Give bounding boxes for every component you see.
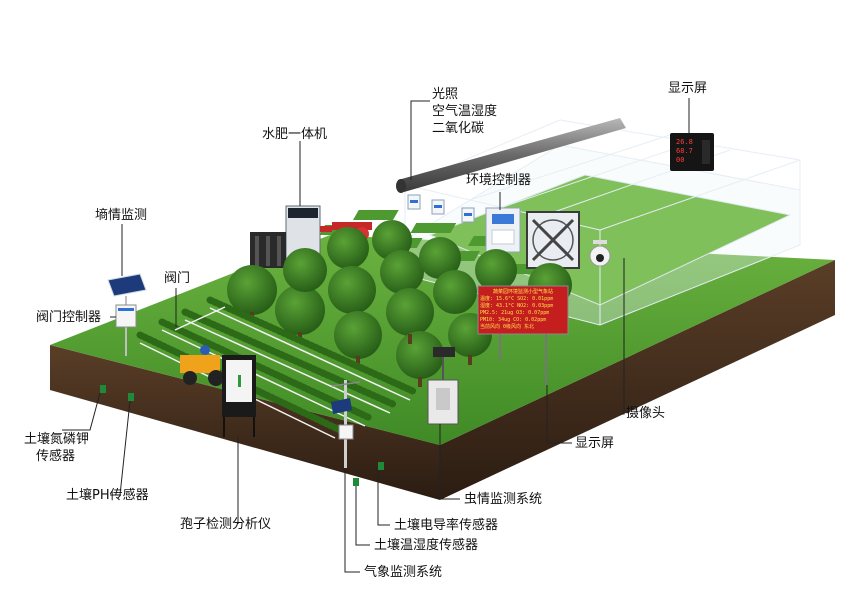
label-line: 空气温湿度 — [432, 104, 498, 119]
info-board-row: 湿度: 43.1°C NO2: 0.03ppm — [480, 303, 554, 309]
ceiling-pipe — [396, 118, 626, 193]
info-board-row: PM10: 34ug CO: 0.02ppm — [480, 317, 547, 323]
label-water-fertilizer: 水肥一体机 — [262, 127, 328, 142]
label-soil-conductivity: 土壤电导率传感器 — [394, 518, 499, 533]
info-board — [477, 285, 569, 385]
label-soil-npk: 土壤氮磷钾 传感器 — [24, 431, 89, 465]
label-display-screen-bottom: 显示屏 — [575, 436, 615, 451]
label-soil-temp-humidity: 土壤温湿度传感器 — [374, 538, 479, 553]
environment-controller — [485, 207, 521, 253]
display-readings: 26.8 68.7 00 — [676, 138, 702, 165]
label-weather-monitor: 气象监测系统 — [364, 565, 443, 580]
soil-right-face — [440, 260, 835, 500]
label-camera: 摄像头 — [626, 406, 666, 421]
label-display-screen-top: 显示屏 — [668, 81, 708, 96]
camera — [589, 240, 611, 267]
label-env-controller: 环境控制器 — [466, 173, 532, 188]
label-valve: 阀门 — [164, 271, 191, 286]
insect-monitor — [427, 347, 459, 425]
top-display-panel — [670, 133, 714, 171]
spore-analyzer — [222, 355, 256, 437]
display-value: 00 — [676, 156, 685, 164]
info-board-row: 温度: 15.6°C SO2: 0.01ppm — [480, 296, 554, 302]
soil-sensors — [100, 385, 384, 486]
air-sensors — [407, 194, 475, 223]
display-value: 26.8 — [676, 138, 693, 146]
info-board-row: 当前风向 0级风向 东北 — [480, 324, 535, 330]
label-soil-ph: 土壤PH传感器 — [66, 488, 149, 503]
weather-station — [331, 380, 361, 468]
exhaust-fan — [526, 211, 580, 269]
label-line: 传感器 — [36, 449, 76, 464]
info-board-text: 蔬菜园环境监测小型气象站 温度: 15.6°C SO2: 0.01ppm 湿度:… — [480, 289, 566, 331]
label-spore-analyzer: 孢子检测分析仪 — [180, 517, 272, 532]
label-light-air-co2: 光照 空气温湿度 二氧化碳 — [432, 86, 497, 137]
label-soil-moisture-monitor: 墒情监测 — [95, 208, 148, 223]
info-board-title: 蔬菜园环境监测小型气象站 — [492, 289, 553, 295]
label-insect-monitor: 虫情监测系统 — [464, 492, 543, 507]
display-value: 68.7 — [676, 147, 693, 155]
label-line: 二氧化碳 — [432, 121, 485, 136]
soil-front-face — [50, 345, 440, 500]
label-line: 光照 — [432, 87, 459, 102]
soil-moisture-station — [107, 273, 147, 356]
label-valve-controller: 阀门控制器 — [36, 310, 102, 325]
label-line: 土壤氮磷钾 — [24, 432, 90, 447]
leader-lines — [62, 98, 690, 573]
tractor — [180, 345, 224, 386]
info-board-row: PM2.5: 21ug O3: 0.07ppm — [480, 310, 550, 316]
